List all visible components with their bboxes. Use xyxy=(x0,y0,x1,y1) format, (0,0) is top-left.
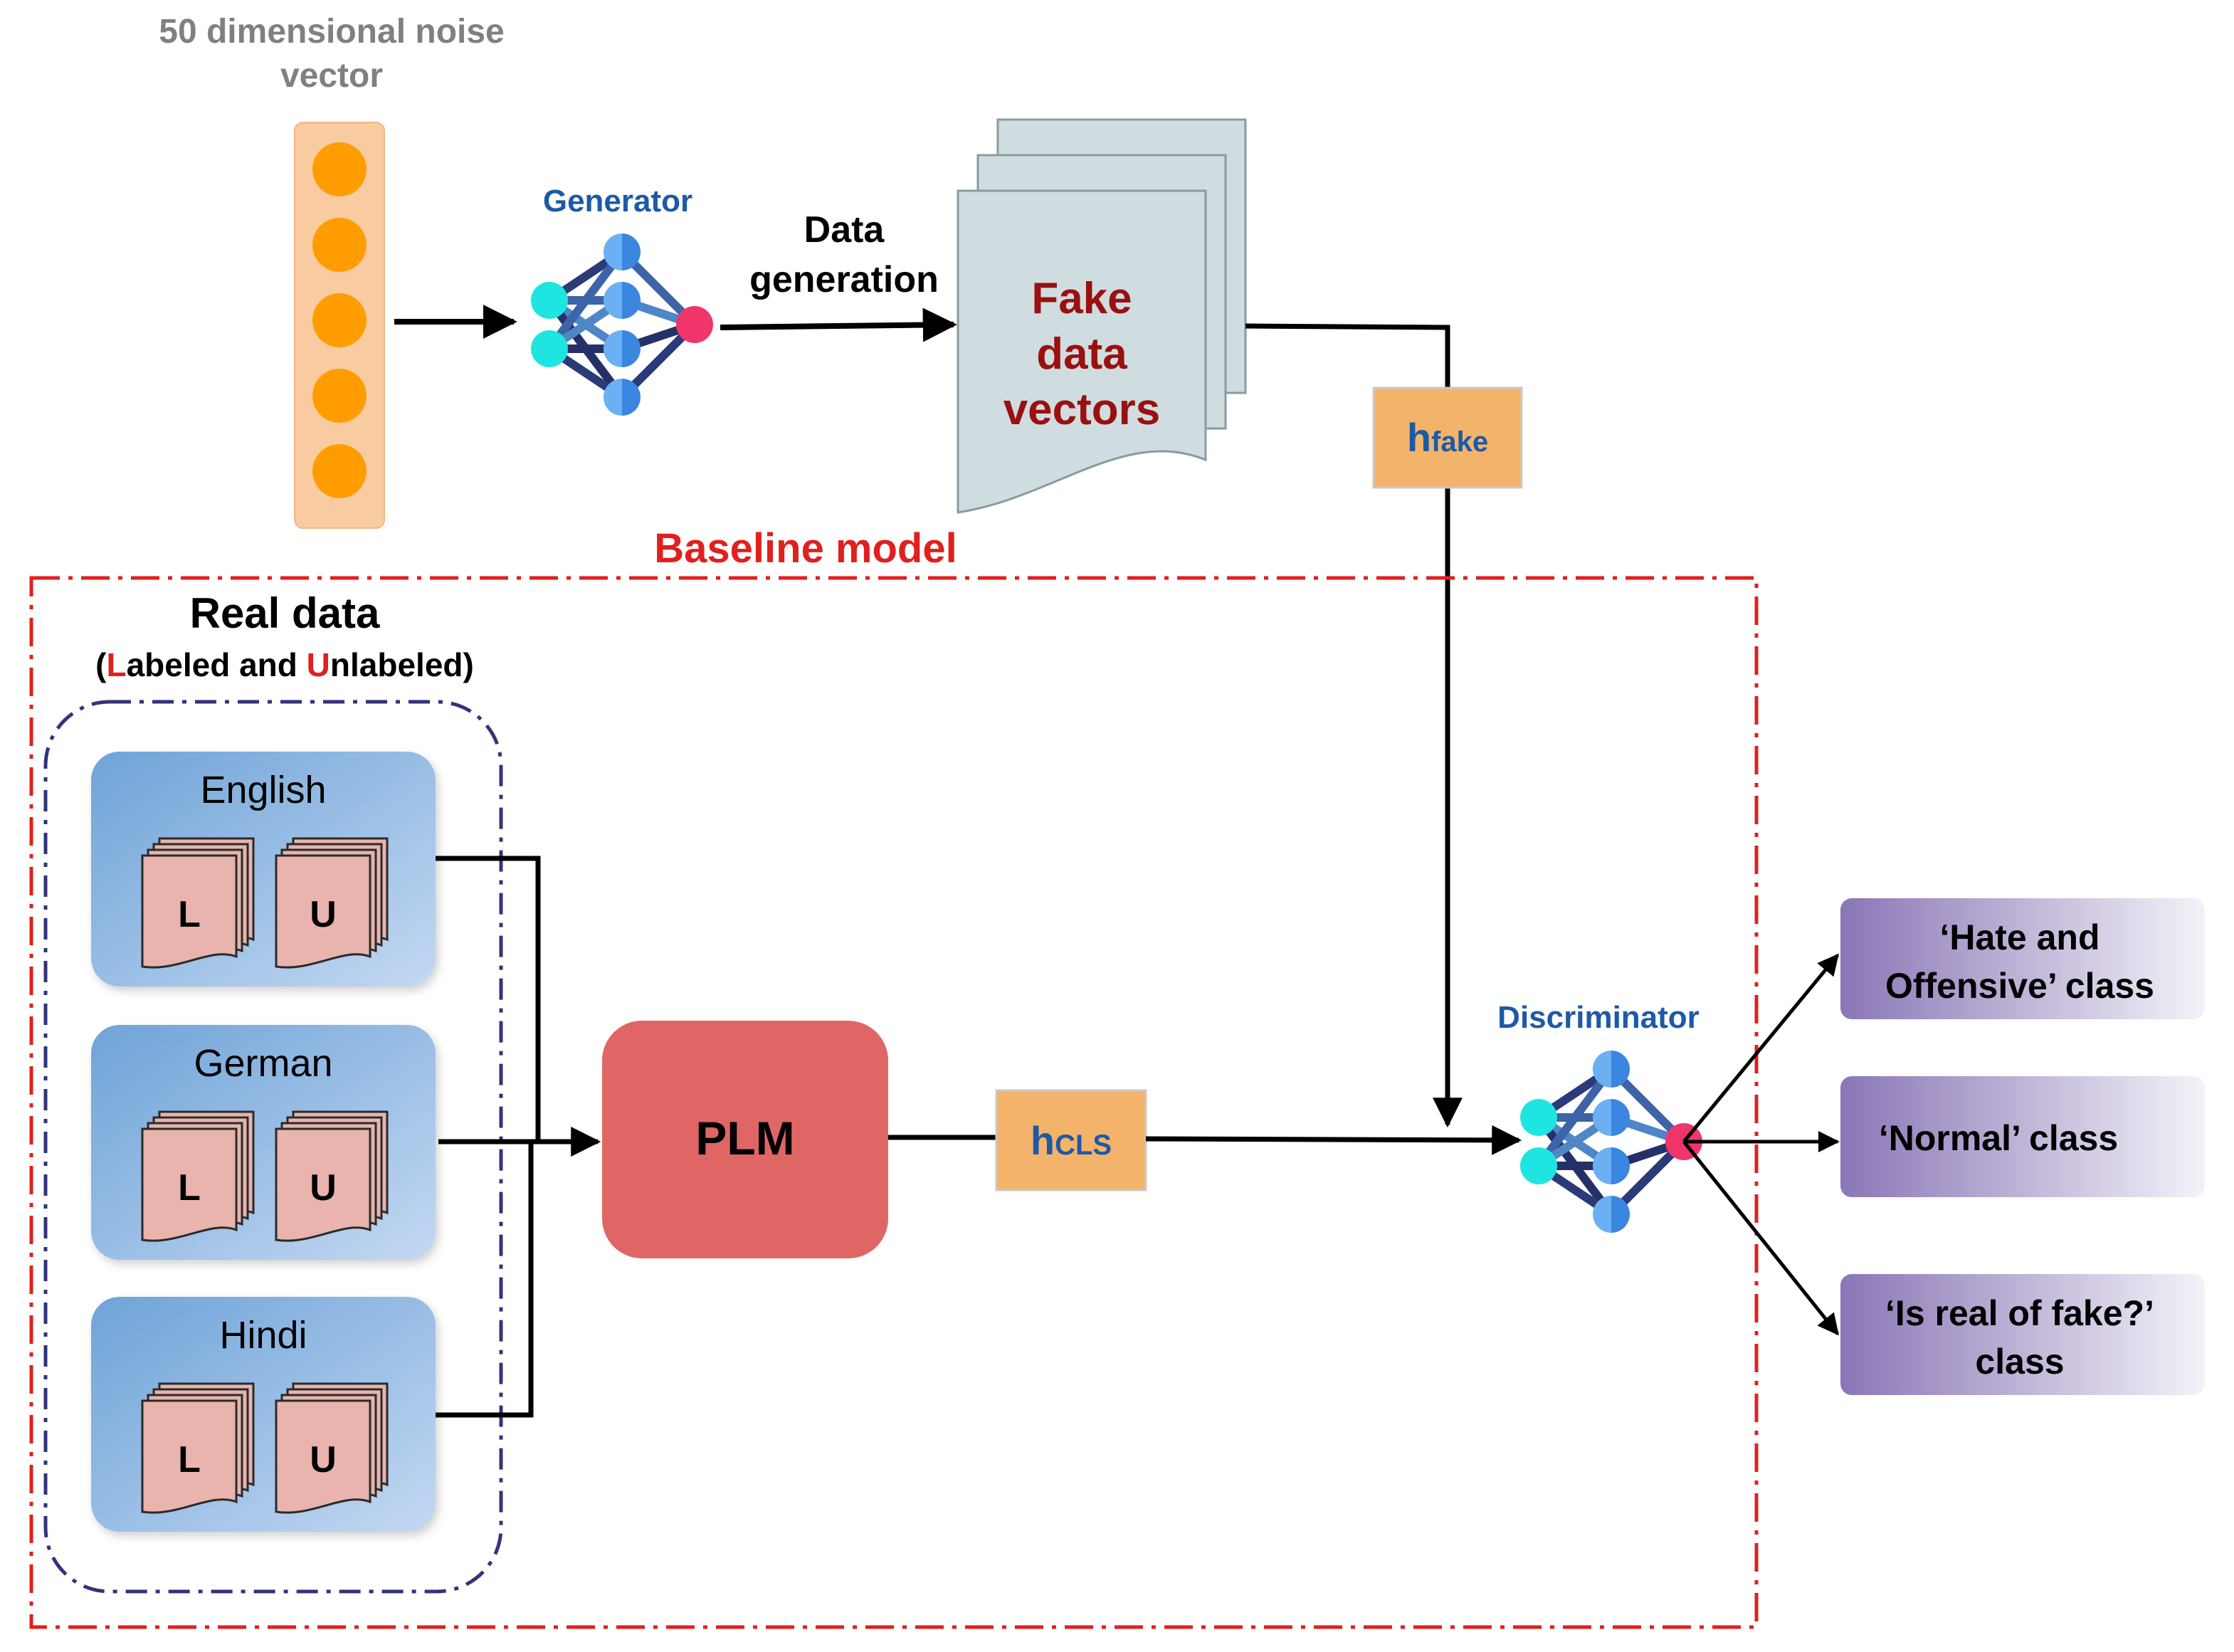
data-generation-line1: Data xyxy=(804,209,885,251)
unlabeled-doc-stack: U xyxy=(275,1382,389,1514)
h-cls-box: hCLS xyxy=(995,1089,1147,1191)
language-name: English xyxy=(200,769,326,811)
arrow-hcls-to-discriminator xyxy=(1145,1125,1522,1155)
doc-letter: U xyxy=(310,1439,337,1480)
unlabeled-doc-stack: U xyxy=(275,837,389,969)
noise-node xyxy=(312,444,367,498)
real-data-sub-open: ( xyxy=(95,646,107,683)
noise-vector xyxy=(294,122,385,529)
plm-box: PLM xyxy=(602,1021,888,1258)
doc-letter: L xyxy=(178,894,201,935)
doc-letter: U xyxy=(310,894,337,935)
svg-text:hCLS: hCLS xyxy=(1031,1118,1112,1163)
real-data-sub-u: U xyxy=(307,646,330,683)
input-neuron xyxy=(531,330,568,367)
h-fake-h: h xyxy=(1407,415,1431,460)
real-data-sub-l: L xyxy=(106,646,126,683)
output-arrows xyxy=(1682,953,1840,1336)
noise-node xyxy=(312,369,367,423)
hidden-neuron xyxy=(604,379,641,416)
h-fake-sub: fake xyxy=(1431,426,1488,458)
input-neuron xyxy=(1520,1099,1557,1136)
output-class-box: ‘Normal’ class xyxy=(1840,1076,2205,1197)
connector-languages-to-plm xyxy=(436,856,601,1418)
real-data-title: Real data xyxy=(190,589,380,637)
hidden-neuron xyxy=(1593,1051,1630,1088)
discriminator-network-icon xyxy=(1520,1051,1702,1233)
noise-node xyxy=(312,142,367,196)
input-neuron xyxy=(531,282,568,319)
arrow-generator-to-fake xyxy=(720,307,957,342)
real-data-sub-mid: abeled and xyxy=(127,646,307,683)
language-name: German xyxy=(194,1042,332,1085)
hidden-neuron xyxy=(604,282,641,319)
fake-data-line1: Fake xyxy=(1031,274,1132,323)
generator-label: Generator xyxy=(543,184,692,219)
real-data-container xyxy=(43,700,503,1594)
noise-title-line1: 50 dimensional noise xyxy=(159,13,504,51)
data-generation-line2: generation xyxy=(749,259,939,300)
fake-data-line2: data xyxy=(1036,330,1127,379)
h-cls-sub: CLS xyxy=(1055,1130,1112,1161)
baseline-model-boundary xyxy=(29,576,1759,1629)
h-fake-box: hfake xyxy=(1372,386,1523,489)
language-name: Hindi xyxy=(219,1314,307,1357)
discriminator-label: Discriminator xyxy=(1497,1000,1700,1035)
hidden-neuron xyxy=(1593,1147,1630,1184)
output-class-line1: ‘Normal’ class xyxy=(1879,1118,2118,1158)
baseline-model-label: Baseline model xyxy=(654,525,957,572)
labeled-doc-stack: L xyxy=(141,1110,255,1242)
labeled-doc-stack: L xyxy=(141,1382,255,1514)
hidden-neuron xyxy=(1593,1196,1630,1233)
connector-fake-to-discriminator xyxy=(1245,323,1463,1128)
doc-letter: L xyxy=(178,1167,201,1209)
svg-text:hfake: hfake xyxy=(1407,415,1488,460)
unlabeled-doc-stack: U xyxy=(275,1110,389,1242)
noise-node xyxy=(312,218,367,272)
output-class-line1: ‘Hate and xyxy=(1939,917,2099,957)
fake-data-document-stack xyxy=(957,118,1247,514)
generator-network-icon xyxy=(531,233,713,416)
plm-label: PLM xyxy=(695,1112,794,1164)
output-class-line2: Offensive’ class xyxy=(1885,966,2154,1006)
output-class-box: ‘Is real of fake?’ class xyxy=(1840,1274,2205,1395)
doc-letter: U xyxy=(310,1167,337,1209)
hidden-neuron xyxy=(604,330,641,367)
noise-title-line2: vector xyxy=(280,57,383,95)
output-class-line2: class xyxy=(1975,1342,2064,1382)
doc-letter: L xyxy=(178,1439,201,1480)
h-cls-h: h xyxy=(1031,1118,1055,1163)
labeled-doc-stack: L xyxy=(141,837,255,969)
output-neuron xyxy=(676,306,713,343)
real-data-sub-close: nlabeled) xyxy=(330,646,474,683)
noise-node xyxy=(312,293,367,347)
fake-data-line3: vectors xyxy=(1003,385,1161,434)
hidden-neuron xyxy=(1593,1099,1630,1136)
output-class-line1: ‘Is real of fake?’ xyxy=(1885,1293,2154,1333)
real-data-subtitle: (Labeled and Unlabeled) xyxy=(95,646,474,683)
hidden-neuron xyxy=(604,233,641,270)
input-neuron xyxy=(1520,1147,1557,1184)
